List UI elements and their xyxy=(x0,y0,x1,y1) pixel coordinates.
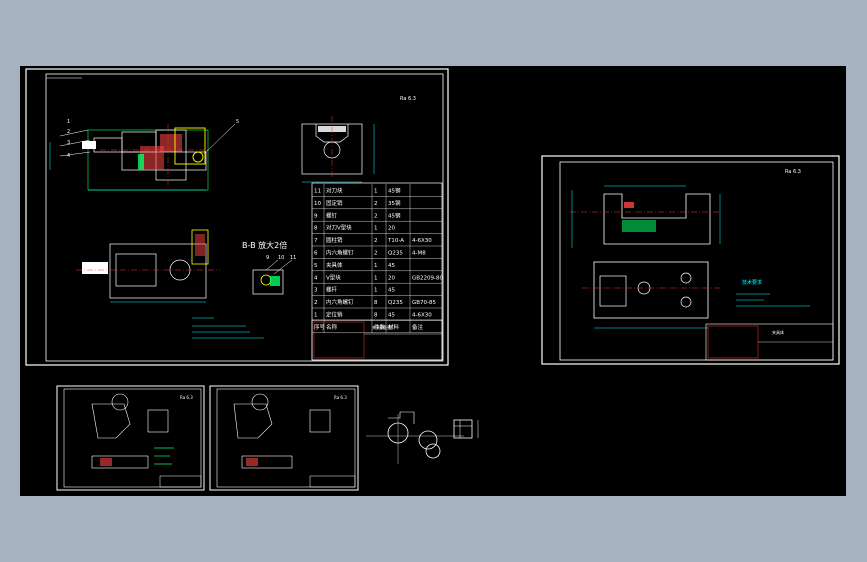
bom-cell-qty: 1 xyxy=(374,288,378,294)
leader-label: 4 xyxy=(67,153,70,159)
leader-label: 3 xyxy=(67,140,70,146)
bom-cell-no: 5 xyxy=(314,263,318,269)
sheet-small-2[interactable]: Ra 6.3 xyxy=(209,385,359,491)
bom-cell-mat: Q235 xyxy=(388,251,403,257)
bom-cell-name: 圆柱销 xyxy=(326,236,343,244)
bom-cell-qty: 2 xyxy=(374,201,378,207)
svg-text:夹具体: 夹具体 xyxy=(772,329,784,335)
bom-cell-name: 螺钉 xyxy=(326,211,338,219)
cad-drawing: Ra 6.3 1 2 3 4 5 xyxy=(25,68,840,491)
roughness-symbol: Ra 6.3 xyxy=(334,395,347,400)
bom-cell-mat: 材料 xyxy=(388,323,400,331)
bom-cell-mat: 45钢 xyxy=(388,211,401,219)
section-label: B-B 放大2倍 xyxy=(242,240,287,250)
bom-cell-mat: 45钢 xyxy=(388,187,401,195)
bom-cell-name: 夹具体 xyxy=(326,261,343,269)
part-front-view xyxy=(570,185,721,248)
part-title-block: 夹具体 xyxy=(705,323,834,361)
bom-cell-mat: T10-A xyxy=(387,238,404,244)
bom-cell-mat: 35钢 xyxy=(388,199,401,207)
bom-cell-no: 序号 xyxy=(314,323,326,331)
bom-cell-qty: 件数 xyxy=(374,323,386,331)
bom-cell-no: 7 xyxy=(314,238,318,244)
sheet-small-1[interactable]: Ra 6.3 xyxy=(56,385,205,491)
bom-cell-qty: 1 xyxy=(374,263,378,269)
roughness-symbol: Ra 6.3 xyxy=(400,96,416,102)
bom-cell-name: 对刀V型块 xyxy=(326,224,352,232)
part-top-view xyxy=(582,261,720,329)
bom-cell-note: GB2209-80 xyxy=(412,275,444,281)
bom-cell-note: 4-6X30 xyxy=(412,313,432,319)
bom-cell-note: 备注 xyxy=(412,323,424,331)
bom-cell-no: 6 xyxy=(314,251,318,257)
roughness-symbol: Ra 6.3 xyxy=(180,395,193,400)
tech-req-title: 技术要求 xyxy=(742,279,762,286)
bom-cell-qty: 1 xyxy=(374,275,378,281)
svg-text:11: 11 xyxy=(290,255,296,261)
bom-cell-name: 对刀块 xyxy=(326,187,343,195)
assembly-front-view: 1 2 3 4 5 xyxy=(49,119,239,191)
bom-cell-no: 11 xyxy=(314,189,321,195)
sheet-assembly[interactable]: Ra 6.3 1 2 3 4 5 xyxy=(25,68,449,366)
bom-cell-mat: 45 xyxy=(388,288,395,294)
bom-cell-qty: 2 xyxy=(374,251,378,257)
assembly-side-view xyxy=(301,116,375,183)
leader-label: 5 xyxy=(236,119,239,125)
bom-cell-name: 定位销 xyxy=(326,311,343,319)
bom-cell-mat: Q235 xyxy=(388,300,403,306)
bom-cell-no: 8 xyxy=(314,226,318,232)
cad-drawing-canvas[interactable]: Ra 6.3 1 2 3 4 5 xyxy=(20,66,846,496)
bom-cell-name: 固定销 xyxy=(326,199,343,207)
bom-cell-qty: 2 xyxy=(374,238,378,244)
bom-cell-mat: 45 xyxy=(388,263,395,269)
svg-text:10: 10 xyxy=(278,255,284,261)
bom-cell-name: 名称 xyxy=(326,323,338,331)
bom-cell-mat: 20 xyxy=(388,275,395,281)
leader-label: 1 xyxy=(67,119,70,125)
leader-label: 2 xyxy=(67,129,70,135)
tech-notes xyxy=(192,317,264,339)
roughness-symbol: Ra 6.3 xyxy=(785,169,801,175)
title-block-name: 夹具装配图 xyxy=(372,324,392,330)
bom-cell-no: 2 xyxy=(314,300,318,306)
bom-cell-no: 9 xyxy=(314,213,318,219)
bom-cell-no: 1 xyxy=(314,313,318,319)
bom-cell-name: 内六角螺钉 xyxy=(326,249,354,257)
bom-cell-qty: 8 xyxy=(374,313,378,319)
bom-cell-no: 10 xyxy=(314,201,321,207)
sheet-part-body[interactable]: Ra 6.3 技术要求 夹具体 xyxy=(541,155,840,365)
bom-cell-note: 4-M8 xyxy=(412,251,426,257)
bom-cell-name: V型块 xyxy=(326,273,341,281)
section-detail: 9 10 11 xyxy=(252,255,296,295)
bom-cell-no: 3 xyxy=(314,288,318,294)
loose-sketch-block[interactable] xyxy=(453,419,479,439)
bom-cell-qty: 1 xyxy=(374,189,378,195)
bom-cell-name: 螺杆 xyxy=(326,286,338,294)
bom-cell-name: 内六角螺钉 xyxy=(326,298,354,306)
assembly-top-view xyxy=(76,229,220,303)
bom-cell-qty: 1 xyxy=(374,226,378,232)
bom-cell-mat: 20 xyxy=(388,226,395,232)
bom-cell-mat: 45 xyxy=(388,313,395,319)
bom-cell-qty: 8 xyxy=(374,300,378,306)
svg-text:9: 9 xyxy=(266,255,269,261)
bom-cell-no: 4 xyxy=(314,275,318,281)
bom-cell-note: 4-6X30 xyxy=(412,238,432,244)
bom-cell-note: GB70-85 xyxy=(412,300,437,306)
bom-cell-qty: 2 xyxy=(374,213,378,219)
loose-sketch-circles[interactable] xyxy=(366,411,464,464)
